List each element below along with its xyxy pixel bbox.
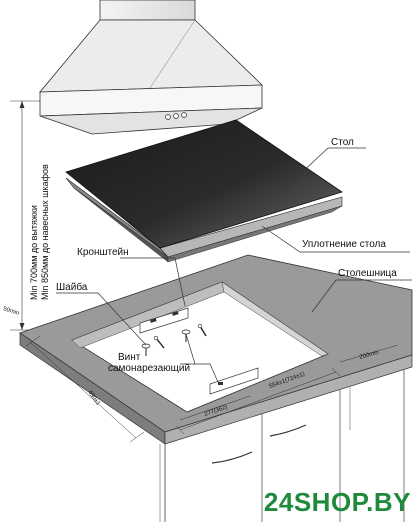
screw-icon [153, 335, 165, 349]
right-min-dimension: 200min [359, 350, 380, 361]
glass-cooktop [65, 119, 343, 263]
cabinet-handle-icon [269, 424, 307, 437]
hood-knob-icon [165, 114, 171, 120]
side-left-dimension: 50min [2, 306, 19, 317]
leader-lines [56, 147, 412, 383]
hood-knob-icon [173, 113, 179, 119]
brand-watermark: 24SHOP.BY [263, 487, 411, 517]
label-screw-line1: Винт [118, 352, 141, 363]
clearance-cabinets-text: Min 850мм до навесных шкафов [40, 164, 50, 300]
label-bracket: Кронштейн [77, 247, 129, 258]
label-screw-line2: самонарезающий [108, 363, 190, 374]
washer-icon [141, 343, 151, 356]
countertop [19, 254, 413, 445]
washer-icon [181, 329, 191, 342]
hood-knob-icon [181, 112, 187, 118]
mounting-hardware [139, 307, 259, 395]
label-seal: Уплотнение стола [302, 239, 386, 250]
cabinet-handle-icon [211, 451, 253, 464]
bracket-bottom [209, 367, 259, 395]
screw-icon [197, 323, 207, 337]
clearance-dimension: Min 700мм до вытяжки Min 850мм до навесн… [10, 100, 60, 331]
cabinets [159, 370, 405, 522]
label-table: Стол [331, 137, 354, 148]
clearance-hood-text: Min 700мм до вытяжки [29, 205, 39, 300]
label-countertop: Столешница [338, 268, 397, 279]
range-hood [39, 0, 263, 135]
label-washer: Шайба [56, 281, 88, 293]
